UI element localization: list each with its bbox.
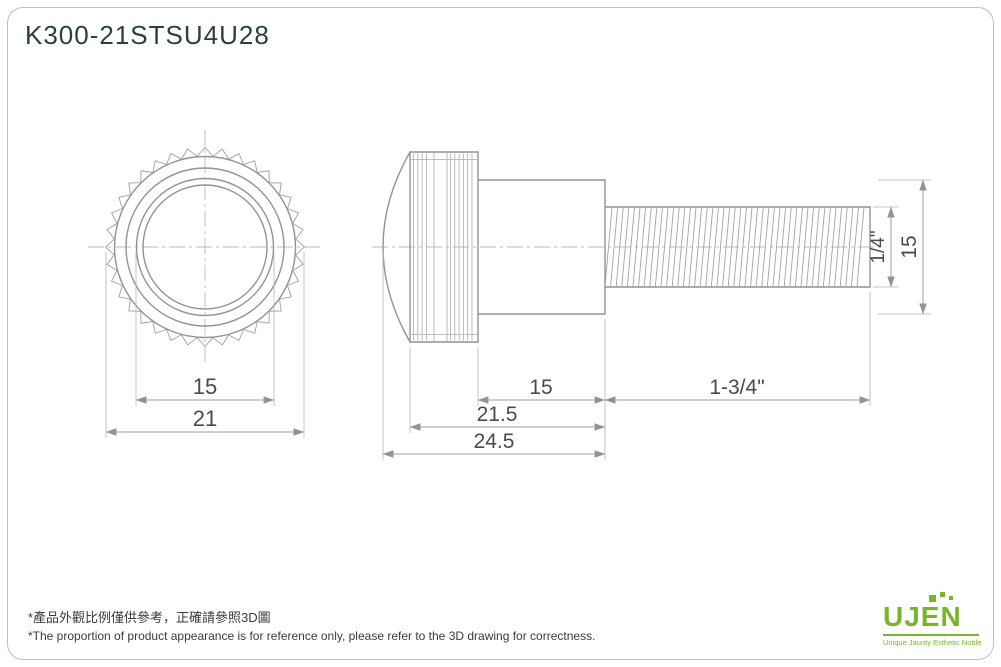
dimension-texts: 15 21 15 1-3/4" 21.5 24.5 1/4" 15	[193, 230, 921, 453]
thread-hatching	[604, 207, 865, 287]
brand-tagline: Unique Jaunty Esthetic Noble	[883, 634, 981, 647]
dim-total-length: 24.5	[474, 430, 515, 453]
front-view-outline	[104, 146, 306, 348]
dim-front-outer: 21	[193, 406, 217, 431]
dim-head-length: 15	[529, 376, 552, 399]
note-chinese: *產品外觀比例僅供參考，正確請參照3D圖	[28, 609, 271, 625]
brand-name: UJEN	[883, 601, 962, 632]
knurl-teeth-ring	[104, 146, 306, 348]
dim-front-inner: 15	[193, 374, 217, 399]
brand-logo: UJEN Unique Jaunty Esthetic Noble	[883, 591, 981, 647]
centerlines	[88, 130, 886, 364]
knurl-hatching	[413, 153, 473, 341]
dim-mid-length: 21.5	[477, 403, 518, 426]
extension-lines	[105, 179, 931, 460]
dim-thread-diameter: 1/4"	[868, 230, 889, 263]
note-english: *The proportion of product appearance is…	[28, 628, 596, 643]
logo-squares-icon	[883, 591, 979, 603]
side-view-outline	[382, 151, 871, 343]
footer-notes: *產品外觀比例僅供參考，正確請參照3D圖 *The proportion of …	[28, 609, 595, 645]
dimension-lines	[105, 179, 927, 458]
dim-shoulder-diameter: 15	[898, 235, 921, 258]
part-number-title: K300-21STSU4U28	[25, 20, 270, 50]
dim-thread-length: 1-3/4"	[709, 376, 764, 399]
